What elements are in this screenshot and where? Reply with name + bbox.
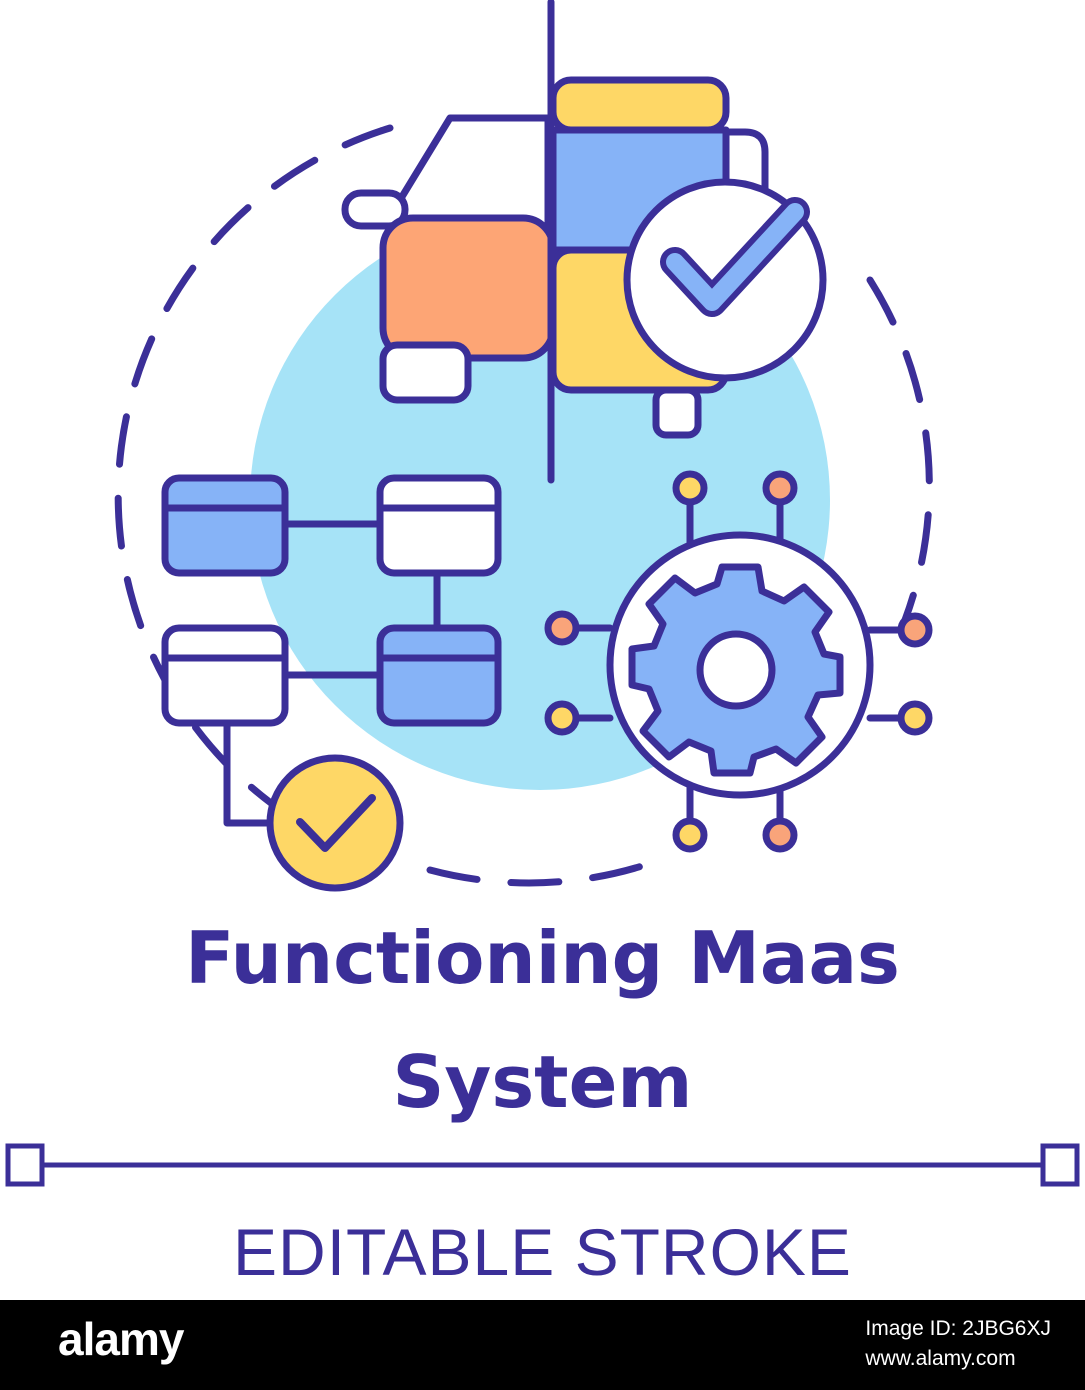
flowchart-icon [161, 474, 502, 827]
gear-icon [628, 563, 844, 777]
divider-handle-left [5, 1143, 45, 1187]
dashed-ring [114, 124, 394, 827]
editable-stroke-divider [5, 1143, 1080, 1187]
dashed-ring-right [866, 276, 933, 624]
check-badge-icon [623, 178, 827, 382]
title-line-1: Functioning Maas [185, 916, 900, 1000]
flow-check-badge-icon [266, 754, 404, 892]
alamy-logo: alamy [58, 1313, 184, 1365]
editable-stroke-label: EDITABLE STROKE [233, 1215, 852, 1289]
site-url: www.alamy.com [865, 1347, 1016, 1370]
dashed-ring-bottom [426, 856, 664, 887]
footer-bar: alamy Image ID: 2JBG6XJ www.alamy.com [0, 1300, 1085, 1390]
title-line-2: System [392, 1040, 693, 1124]
image-id: Image ID: 2JBG6XJ [865, 1317, 1051, 1340]
footer-meta: Image ID: 2JBG6XJ www.alamy.com [865, 1314, 1051, 1374]
divider-handle-right [1040, 1143, 1080, 1187]
maas-illustration [114, 0, 933, 892]
